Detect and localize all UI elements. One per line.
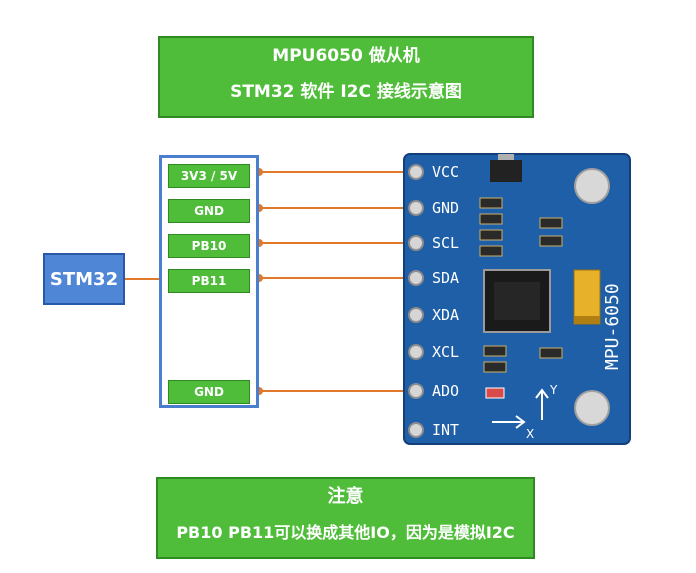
smd-resistor [483,345,507,357]
connector-pin-vcc: 3V3 / 5V [168,164,250,188]
smd-resistor [479,197,503,209]
pin-hole-ado [408,383,424,399]
axis-y-label: Y [549,383,558,397]
smd-resistor [539,217,563,229]
connector-header: 3V3 / 5V GND PB10 PB11 GND [159,155,259,408]
axis-x-label: X [526,427,534,441]
note-banner: 注意 PB10 PB11可以换成其他IO，因为是模拟I2C [156,477,535,559]
title-line-2: STM32 软件 I2C 接线示意图 [230,82,462,102]
pin-hole-vcc [408,164,424,180]
stm32-box: STM32 [43,253,125,305]
module-pin-vcc: VCC [432,163,459,181]
connector-pin-gnd-2: GND [168,380,250,404]
tantalum-capacitor [573,269,601,325]
connector-pin-gnd-text: GND [194,204,224,218]
connector-pin-vcc-text: 3V3 / 5V [180,169,238,183]
led-icon [485,387,505,399]
pin-hole-sda [408,270,424,286]
module-name: MPU-6050 [602,283,623,370]
note-text: PB10 PB11可以换成其他IO，因为是模拟I2C [176,523,515,542]
pin-hole-int [408,422,424,438]
title-line-1: MPU6050 做从机 [272,46,420,66]
module-pin-int: INT [432,421,459,439]
smd-resistor [539,235,563,247]
pin-hole-xda [408,307,424,323]
connector-pin-gnd: GND [168,199,250,223]
axis-x-arrowhead-icon [515,415,526,429]
module-pin-xcl: XCL [432,343,459,361]
mpu6050-module: VCC GND SCL SDA XDA XCL ADO INT Y [403,153,631,445]
stm32-label: STM32 [49,268,119,290]
pin-hole-scl [408,235,424,251]
module-pin-ado: ADO [432,382,459,400]
module-pin-xda: XDA [432,306,459,324]
module-pin-sda: SDA [432,269,459,287]
smd-resistor [479,213,503,225]
pin-hole-xcl [408,344,424,360]
module-pin-gnd: GND [432,199,459,217]
mount-hole-bottom [574,390,610,426]
capacitor-band [574,316,600,324]
note-heading: 注意 [327,486,364,507]
connector-pin-pb11-text: PB11 [191,274,227,288]
smd-resistor [483,361,507,373]
smd-resistor [539,347,563,359]
module-pin-scl: SCL [432,234,459,252]
mpu-chip-die [494,282,540,320]
axis-y-arrowhead-icon [535,388,549,399]
connector-pin-gnd-2-text: GND [194,385,224,399]
smd-resistor [479,245,503,257]
connector-pin-pb10: PB10 [168,234,250,258]
title-banner: MPU6050 做从机 STM32 软件 I2C 接线示意图 [158,36,534,118]
connector-pin-pb10-text: PB10 [191,239,227,253]
smd-resistor [479,229,503,241]
mount-hole-top [574,168,610,204]
regulator-tab [498,154,514,160]
connector-pin-pb11: PB11 [168,269,250,293]
voltage-regulator [490,160,522,182]
pin-hole-gnd [408,200,424,216]
